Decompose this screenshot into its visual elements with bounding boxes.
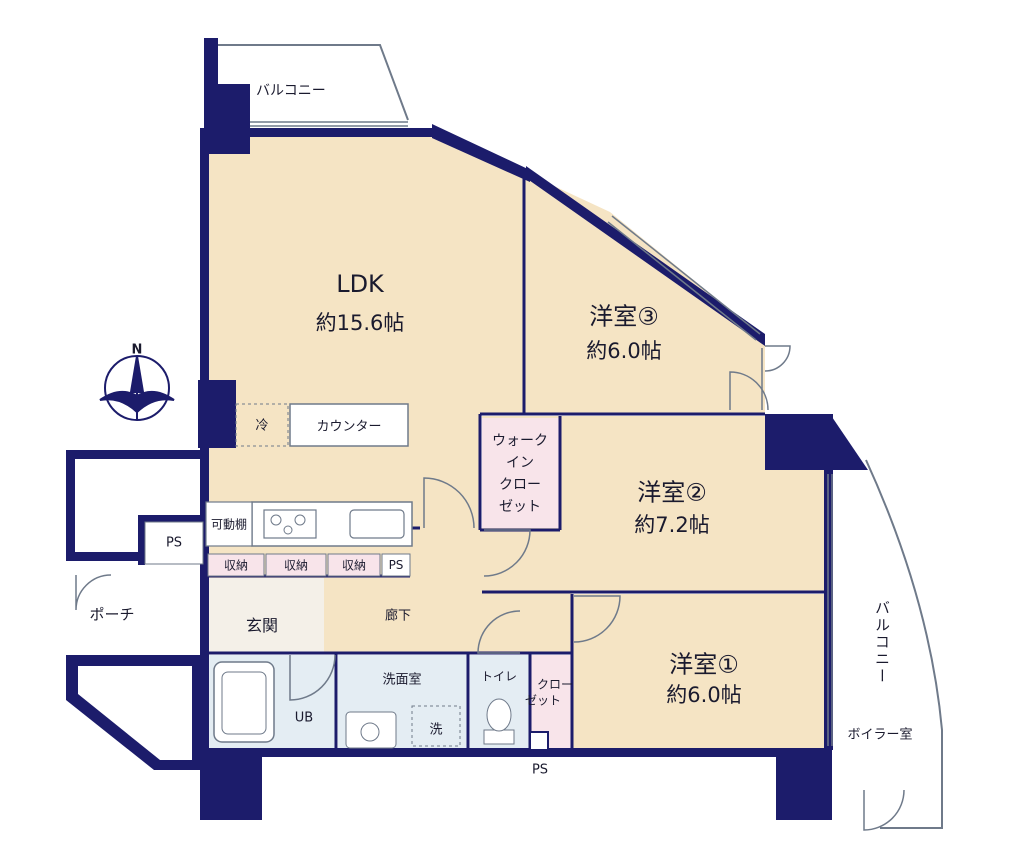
walk-in-closet-line3: クロー xyxy=(499,477,541,493)
counter-label: カウンター xyxy=(316,419,382,435)
doors xyxy=(75,345,905,831)
western3-size: 約6.0帖 xyxy=(586,339,662,363)
storage-label-1: 収納 xyxy=(223,558,249,573)
storage-box-3 xyxy=(327,553,381,577)
washer-label: 洗 xyxy=(429,722,443,738)
ps-label-porch: PS xyxy=(165,535,183,551)
fridge-label: 冷 xyxy=(255,418,269,434)
closet-small-line2: ゼット xyxy=(524,693,562,708)
western2-name: 洋室② xyxy=(637,478,707,507)
toilet-tank xyxy=(483,729,515,745)
storage-box-2 xyxy=(265,553,327,577)
walk-in-closet-line2: イン xyxy=(506,455,534,471)
entrance-label: 玄関 xyxy=(245,616,279,635)
toilet-bowl xyxy=(486,698,512,732)
fridge-space xyxy=(235,403,289,447)
western3-name: 洋室③ xyxy=(589,302,659,331)
storage-label-3: 収納 xyxy=(341,558,367,573)
ps-label-bottom: PS xyxy=(531,762,549,778)
compass-icon xyxy=(99,355,175,421)
hallway-label: 廊下 xyxy=(384,608,412,624)
boiler-room-label: ボイラー室 xyxy=(847,727,913,743)
washroom-label: 洗面室 xyxy=(382,672,422,688)
movable-shelf xyxy=(205,501,253,547)
ldk-size: 約15.6帖 xyxy=(315,311,405,335)
balcony-top-label: バルコニー xyxy=(256,83,326,99)
ldk-area xyxy=(206,128,524,528)
closet-small-line1: クロー xyxy=(536,677,574,692)
western2-size: 約7.2帖 xyxy=(634,513,710,537)
washer-space xyxy=(411,705,461,747)
bath-label: UB xyxy=(294,710,314,726)
storage-label-2: 収納 xyxy=(283,558,309,573)
windows xyxy=(250,121,833,746)
ps-label-hall: PS xyxy=(388,558,404,572)
washbasin xyxy=(345,711,397,749)
porch-label: ポーチ xyxy=(89,605,135,624)
ps-bottom-box xyxy=(529,731,549,751)
movable-shelf-label: 可動棚 xyxy=(210,517,248,532)
western1-name: 洋室① xyxy=(669,650,739,679)
sink xyxy=(349,509,405,539)
compass-n-label: N xyxy=(131,342,143,358)
ps-box-hall xyxy=(381,553,411,577)
entrance-area xyxy=(206,578,324,653)
ldk-name: LDK xyxy=(336,270,384,298)
western3-area xyxy=(524,172,765,414)
walk-in-closet-area xyxy=(482,418,560,530)
western1-size: 約6.0帖 xyxy=(666,683,742,707)
ps-box-porch xyxy=(144,521,204,565)
bathtub xyxy=(213,661,275,743)
counter-bar xyxy=(289,403,409,447)
toilet-label: トイレ xyxy=(480,669,518,684)
balcony-right-label: バルコニー xyxy=(873,600,891,685)
walk-in-closet-line1: ウォーク xyxy=(492,433,548,449)
balcony-right-outline xyxy=(865,459,943,829)
walk-in-closet-line4: ゼット xyxy=(499,499,541,515)
storage-box-1 xyxy=(207,553,265,577)
